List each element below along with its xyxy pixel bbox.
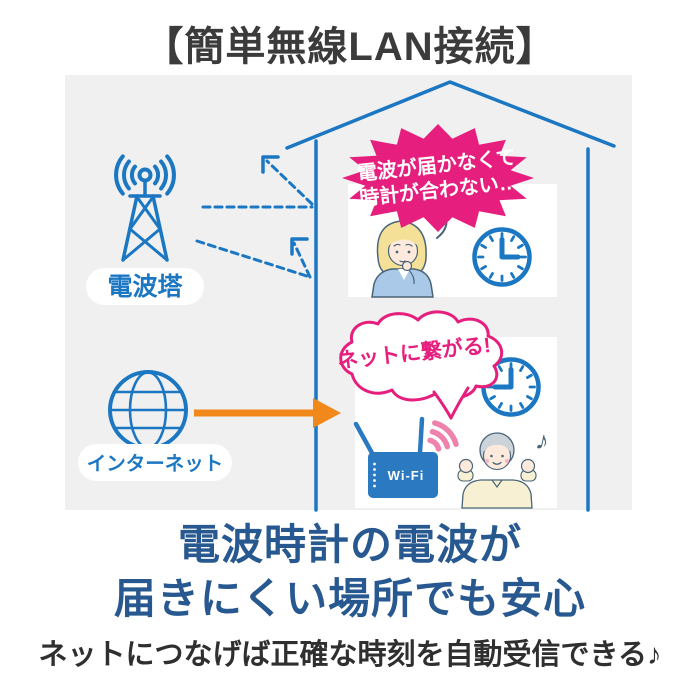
house-roof bbox=[285, 80, 616, 150]
music-note-icon: ♪ bbox=[533, 424, 552, 456]
radio-waves-right-icon bbox=[153, 154, 176, 196]
wifi-waves-icon bbox=[427, 420, 459, 452]
tower-label-text: 電波塔 bbox=[107, 273, 183, 301]
arrowhead bbox=[290, 237, 309, 256]
internet-arrowhead bbox=[313, 398, 341, 428]
router-leds bbox=[373, 462, 376, 488]
router-antenna-left bbox=[353, 421, 375, 456]
blocked-wave-arrow-lower bbox=[195, 237, 312, 279]
wifi-router-icon: Wi-Fi bbox=[353, 416, 438, 498]
router-antenna-right bbox=[417, 416, 425, 456]
clock-hands bbox=[492, 367, 514, 390]
problem-bubble: 電波が届かなくて 時計が合わない… bbox=[342, 124, 534, 232]
house-outline bbox=[285, 80, 616, 512]
clock-hands bbox=[499, 237, 521, 260]
caption-headline-line1: 電波時計の電波が bbox=[177, 521, 522, 568]
page-title: 【簡単無線LAN接続】 bbox=[143, 25, 557, 69]
internet-arrow bbox=[194, 398, 341, 428]
radio-tower-icon bbox=[114, 154, 176, 262]
router-label: Wi-Fi bbox=[388, 468, 425, 483]
internet-label: インターネット bbox=[78, 444, 232, 481]
caption-headline-line2: 届きにくい場所でも安心 bbox=[113, 574, 587, 622]
blocked-wave-arrow-upper bbox=[201, 155, 314, 209]
caption-subline: ネットにつなげば正確な時刻を自動受信できる♪ bbox=[38, 639, 662, 671]
tower-label: 電波塔 bbox=[86, 268, 204, 305]
happy-person-illustration bbox=[457, 432, 537, 509]
arrowhead bbox=[261, 155, 280, 174]
caption-headline: 電波時計の電波が 届きにくい場所でも安心 bbox=[0, 518, 700, 626]
solution-bubble: ネットに繋がる! bbox=[336, 310, 504, 420]
internet-label-text: インターネット bbox=[87, 453, 224, 475]
wall-clock-upstairs-icon bbox=[472, 227, 532, 287]
worried-woman-illustration bbox=[371, 215, 448, 298]
bubble-tail bbox=[432, 386, 470, 418]
radio-waves-left-icon bbox=[114, 154, 137, 196]
